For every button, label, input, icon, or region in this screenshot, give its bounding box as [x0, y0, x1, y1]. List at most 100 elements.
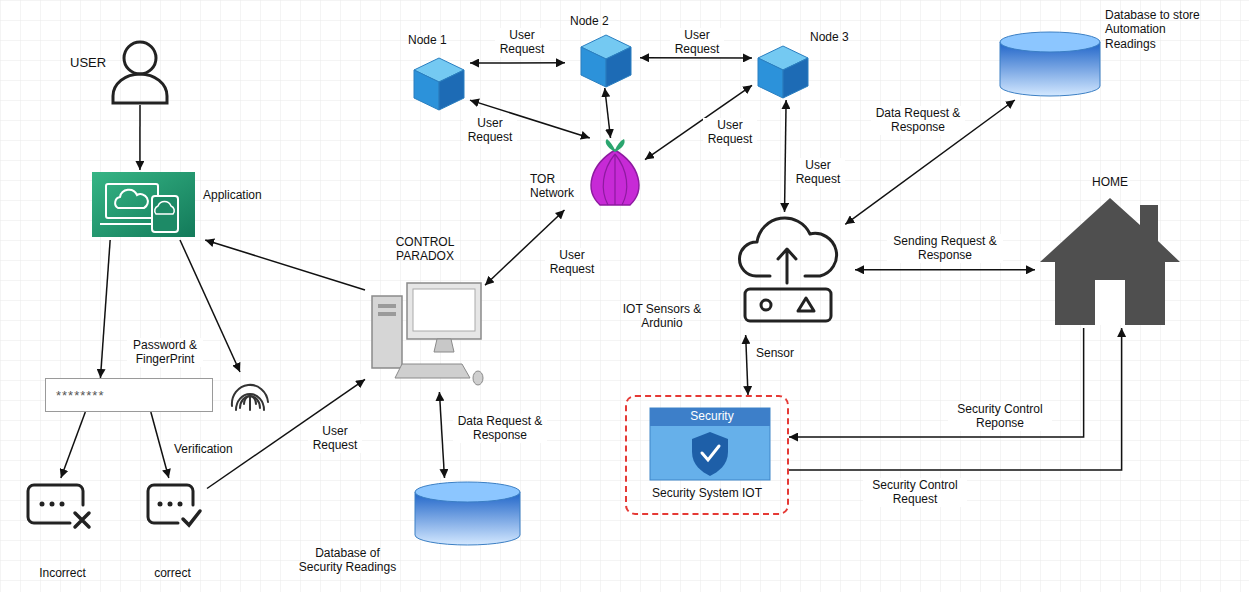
node-label: Node 2: [570, 14, 630, 28]
onion-leaves: [606, 139, 625, 152]
node-label: TOR Network: [530, 172, 585, 201]
icon-node: Database of Security Readings: [295, 478, 525, 580]
house-shape: [1040, 198, 1180, 325]
icon-node: IOT Sensors & Ardunio: [612, 212, 855, 335]
edge-label: User Request: [791, 158, 845, 187]
dot: [178, 502, 183, 507]
icon-node: CONTROL PARADOX: [365, 235, 485, 392]
user-body: [113, 74, 167, 103]
cylinder-top: [1000, 32, 1100, 52]
node-label: Security: [652, 409, 772, 423]
connector: [605, 88, 611, 138]
keyboard: [395, 364, 470, 378]
icon-node: Node 2: [565, 14, 640, 88]
dot: [60, 502, 65, 507]
password-mask: ********: [56, 388, 204, 404]
connector: [61, 412, 85, 478]
edge-label: Sending Request & Response: [887, 234, 1003, 263]
user-head: [124, 42, 156, 74]
connector: [746, 335, 748, 395]
node-label: correct: [140, 566, 205, 580]
icon-node: Application: [90, 170, 282, 240]
node-label: IOT Sensors & Ardunio: [612, 302, 712, 331]
check-mark: [183, 511, 200, 525]
edge-label: User Request: [308, 424, 362, 453]
upload-arrow: [778, 249, 796, 283]
cloud-symbol: [115, 190, 148, 208]
database-cylinder: [1000, 32, 1100, 96]
node-label: HOME: [1035, 175, 1185, 189]
edge-label: Security Control Request: [863, 478, 967, 507]
edge-label: Password & FingerPrint: [127, 338, 203, 367]
icon-node: Node 1: [405, 33, 470, 112]
house-door: [1095, 280, 1125, 325]
connector: [139, 105, 141, 170]
node-label: Database of Security Readings: [295, 546, 400, 575]
icon-node: Node 3: [752, 30, 862, 100]
connector: [640, 57, 752, 59]
tor-onion-icon: [591, 139, 639, 205]
edge-label: User Request: [495, 28, 549, 57]
message-frame: [148, 485, 193, 523]
icon-node: HOME: [1035, 175, 1187, 328]
node-label: Incorrect: [20, 566, 105, 580]
node-label: USER: [70, 55, 115, 71]
pc-tower: [372, 296, 402, 368]
phone-outline: [152, 196, 178, 232]
edge-label: Sensor: [754, 346, 796, 360]
node-label: Application: [203, 188, 280, 202]
monitor-outline: [106, 184, 158, 218]
dot: [158, 502, 163, 507]
connector: [785, 100, 787, 212]
dot: [50, 502, 55, 507]
router-light: [798, 298, 814, 311]
drive-slot: [378, 312, 396, 316]
dot: [168, 502, 173, 507]
router-light: [761, 300, 771, 310]
node-label: Security System IOT: [627, 486, 787, 500]
monitor-stand: [434, 339, 454, 352]
edge-label: Security Control Reponse: [948, 402, 1052, 431]
edge-label: Data Request & Response: [453, 414, 547, 443]
onion-layers: [603, 154, 626, 205]
node-cube: [758, 46, 808, 98]
node-label: Node 3: [810, 30, 860, 44]
incorrect-icon: [28, 485, 89, 527]
user-icon: [113, 42, 167, 103]
house-icon: [1040, 198, 1180, 325]
router-box: [745, 289, 831, 321]
icon-node: USER: [70, 35, 170, 105]
edge-label: Verification: [172, 442, 235, 456]
icon-node: Database to store Automation Readings: [1000, 8, 1212, 100]
node-label: Node 1: [408, 33, 468, 47]
cylinder-top: [415, 482, 520, 502]
edge-label: User Request: [670, 28, 724, 57]
application-tile: [92, 172, 195, 237]
database-cylinder: [415, 482, 520, 545]
cross-mark: [75, 513, 89, 527]
shield-icon: [692, 432, 728, 476]
password-field: ********: [45, 378, 213, 412]
connector: [470, 62, 565, 64]
node-label: CONTROL PARADOX: [375, 235, 475, 264]
screen: [413, 289, 475, 331]
connector: [151, 412, 169, 478]
icon-node: Incorrect: [20, 478, 107, 583]
cloud-symbol: [155, 202, 175, 214]
edge-label: User Request: [703, 118, 757, 147]
fingerprint-ridge: [236, 394, 264, 410]
connector: [207, 379, 365, 488]
computer-icon: [372, 283, 483, 385]
fingerprint-ridge: [249, 396, 251, 410]
drive-slot: [378, 304, 396, 308]
edge-label: Data Request & Response: [871, 106, 965, 135]
connector: [789, 328, 1122, 470]
onion-body: [591, 150, 639, 205]
mouse: [473, 371, 483, 385]
connector: [100, 240, 110, 378]
node-cube: [414, 58, 464, 110]
